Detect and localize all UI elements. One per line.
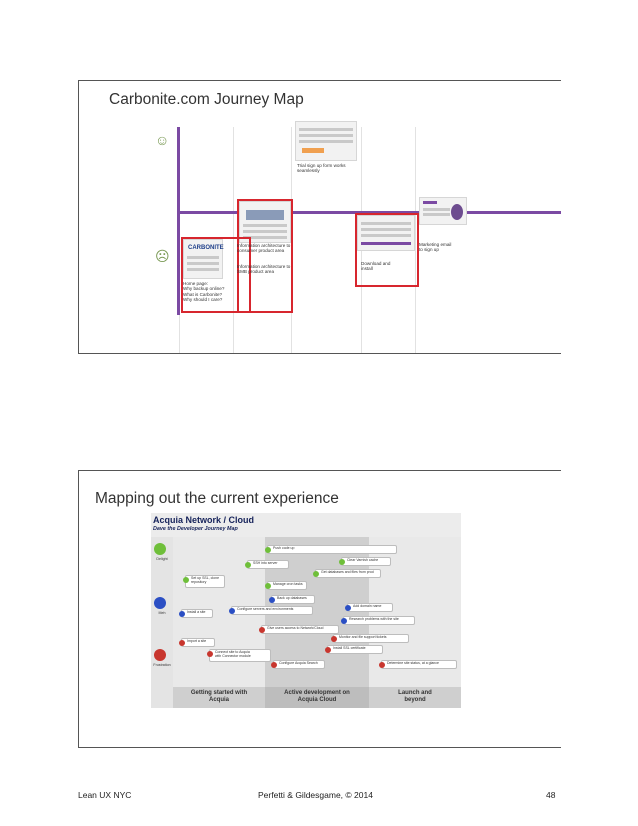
journey-card: Set up SSL, clone repository bbox=[183, 575, 225, 588]
page-number: 48 bbox=[546, 790, 556, 800]
phase-label: Launch and beyond bbox=[369, 687, 461, 708]
delight-face-icon bbox=[154, 543, 166, 555]
phase-label: Active development on Acquia Cloud bbox=[265, 687, 369, 708]
journey-card: Install a site bbox=[179, 609, 213, 618]
information-architecture-highlight bbox=[237, 199, 293, 313]
journey-map-title: Acquia Network / Cloud bbox=[153, 515, 255, 525]
journey-card: Configure Acquia Search bbox=[271, 660, 325, 669]
journey-card: SSH into server bbox=[245, 560, 289, 569]
journey-card: Give users access to Network/Cloud bbox=[259, 625, 339, 634]
footer-event: Lean UX NYC bbox=[78, 790, 132, 800]
column-divider bbox=[415, 127, 416, 353]
download-thumbnail bbox=[357, 215, 415, 251]
carbonite-journey-map-figure: ☺ ☹ CARBONITE Home page: Why back bbox=[149, 121, 561, 353]
emotion-column bbox=[151, 537, 173, 708]
sad-face-icon: ☹ bbox=[155, 248, 170, 264]
journey-card: Install SSL certificate bbox=[325, 645, 383, 654]
slide-title: Carbonite.com Journey Map bbox=[109, 91, 304, 108]
journey-card: Connect site to Acquia with Connector mo… bbox=[207, 649, 271, 662]
home-page-note: Home page: Why backup online? What is Ca… bbox=[183, 281, 225, 303]
frustration-face-icon bbox=[154, 649, 166, 661]
journey-map-subtitle: Dave the Developer Journey Map bbox=[153, 526, 238, 532]
carbonite-logo: CARBONITE bbox=[188, 245, 224, 251]
journey-card: Get databases and files from prod bbox=[313, 569, 381, 578]
journey-card: Import a site bbox=[179, 638, 215, 647]
journey-card: Monitor and file support tickets bbox=[331, 634, 409, 643]
home-page-thumbnail: CARBONITE bbox=[183, 239, 224, 279]
download-note: Download and install bbox=[361, 261, 391, 272]
slide-title: Mapping out the current experience bbox=[95, 490, 339, 507]
download-highlight bbox=[355, 213, 419, 287]
journey-card: Add domain name bbox=[345, 603, 393, 612]
smb-ia-note: Information architecture to SMB product … bbox=[237, 264, 291, 275]
emotion-label: Meh bbox=[158, 611, 166, 615]
meh-face-icon bbox=[154, 597, 166, 609]
journey-card: Manage cron tasks bbox=[265, 581, 307, 590]
column-divider bbox=[233, 127, 234, 353]
consumer-area-thumbnail bbox=[239, 201, 291, 243]
phase-label: Getting started with Acquia bbox=[173, 687, 265, 708]
footer-credit: Perfetti & Gildesgame, © 2014 bbox=[258, 790, 373, 800]
consumer-ia-note: Information architecture to consumer pro… bbox=[237, 243, 291, 254]
journey-card: Determine site status, at a glance bbox=[379, 660, 457, 669]
journey-card: Clear Varnish cache bbox=[339, 557, 391, 566]
emotion-label: Delight bbox=[156, 557, 168, 561]
slide-current-experience: Mapping out the current experience Acqui… bbox=[78, 470, 561, 748]
journey-card: Back up databases bbox=[269, 595, 315, 604]
acquia-journey-map-figure: Acquia Network / Cloud Dave the Develope… bbox=[151, 513, 461, 708]
journey-card: Push code up bbox=[265, 545, 397, 554]
journey-map-board: Delight Meh Frustration Push code up Cle… bbox=[151, 537, 461, 708]
happy-face-icon: ☺ bbox=[155, 132, 170, 148]
journey-line bbox=[179, 211, 561, 214]
marketing-email-note: Marketing email to sign up bbox=[419, 242, 452, 253]
emotion-axis bbox=[177, 127, 180, 315]
trial-signup-note: Trial sign up form works seamlessly bbox=[297, 163, 346, 174]
marketing-email-thumbnail bbox=[419, 197, 467, 225]
journey-card: Configure servers and environments bbox=[229, 606, 313, 615]
trial-signup-thumbnail bbox=[295, 121, 357, 161]
slide-carbonite-journey-map: Carbonite.com Journey Map ☺ ☹ CARBONITE bbox=[78, 80, 561, 354]
emotion-label: Frustration bbox=[153, 663, 171, 667]
home-page-highlight bbox=[181, 237, 251, 313]
journey-card: Research problems with the site bbox=[341, 616, 415, 625]
